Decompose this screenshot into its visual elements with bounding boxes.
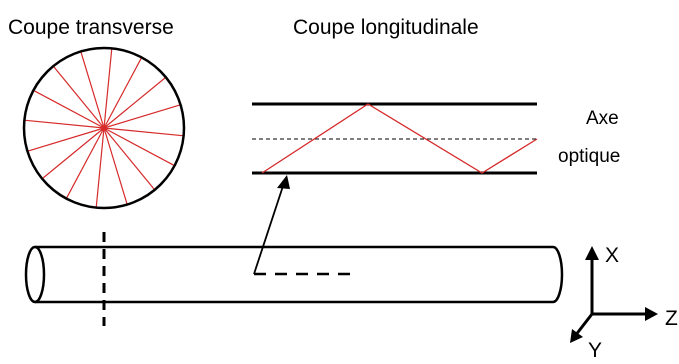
radial-ray [103, 58, 142, 129]
cylinder-left-end [24, 245, 46, 304]
y-axis-arrow [573, 313, 594, 337]
radial-ray [80, 52, 105, 129]
zoom-arrow-head [277, 175, 290, 189]
radial-ray [53, 66, 105, 129]
z-axis-arrow-head [645, 307, 658, 321]
transverse-section-title: Coupe transverse [8, 16, 174, 39]
cylinder-right-end [552, 245, 564, 304]
radial-ray [103, 127, 183, 137]
coordinate-axes [570, 246, 658, 343]
radial-ray [103, 77, 166, 129]
radial-ray [95, 127, 105, 207]
optical-axis-label-line1: Axe [586, 108, 619, 129]
y-axis-arrow-head [570, 329, 583, 343]
z-axis-label: Z [665, 307, 678, 330]
longitudinal-section-title: Coupe longitudinale [293, 16, 479, 39]
radial-rays [25, 49, 183, 207]
radial-ray [34, 90, 105, 129]
radial-ray [103, 127, 174, 166]
radial-ray [103, 127, 128, 204]
optical-axis-label-line2: optique [558, 146, 620, 167]
x-axis-arrow-head [585, 246, 599, 260]
radial-ray [103, 49, 113, 129]
radial-ray [103, 104, 180, 129]
radial-ray [66, 127, 105, 198]
y-axis-label: Y [588, 339, 602, 362]
fiber-cross-section-circle [22, 46, 186, 210]
longitudinal-section [252, 102, 538, 175]
zoom-arrow [253, 175, 290, 275]
radial-ray [25, 119, 105, 129]
radial-ray [42, 127, 105, 179]
radial-ray [103, 127, 155, 190]
radial-ray [28, 127, 105, 152]
x-axis-label: X [605, 244, 619, 267]
zigzag-light-ray [261, 103, 538, 174]
transverse-section [22, 46, 186, 210]
fiber-cylinder [24, 245, 564, 304]
